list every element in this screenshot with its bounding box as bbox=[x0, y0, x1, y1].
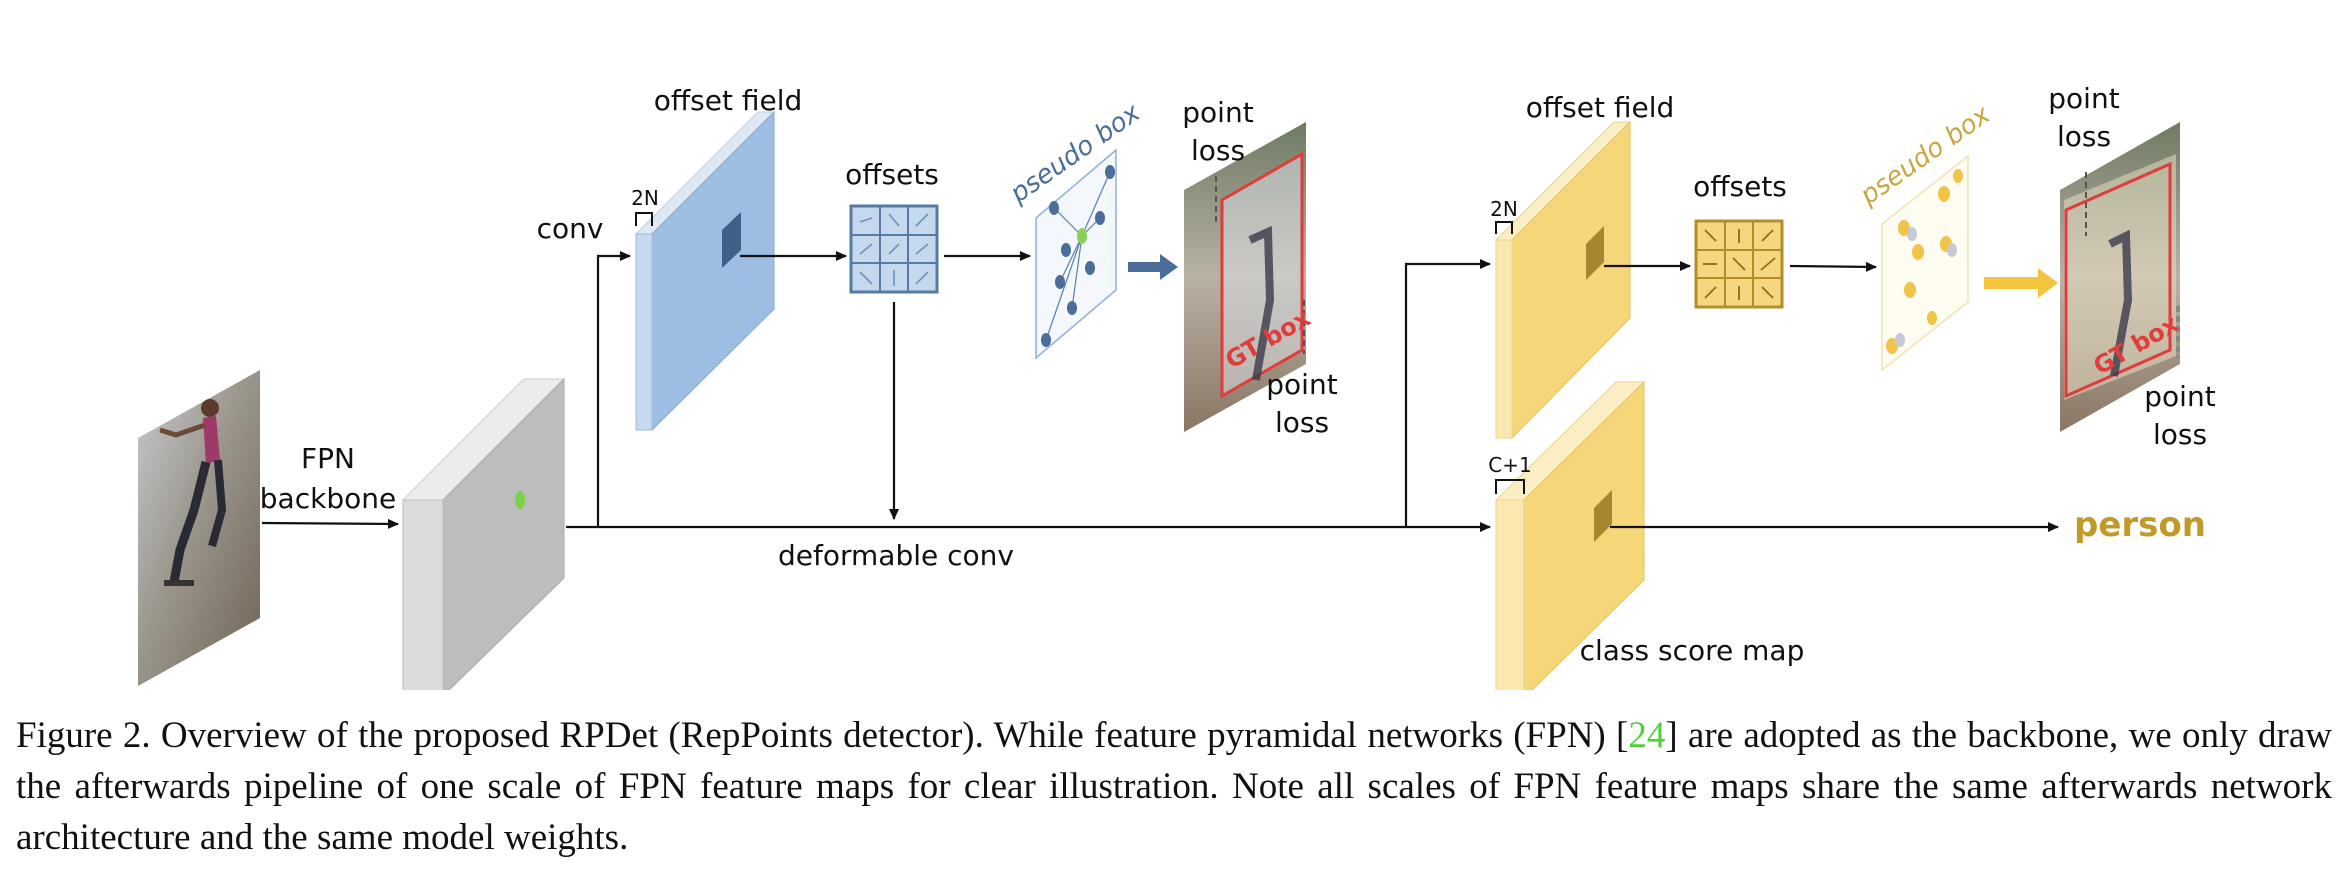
point-loss-top-2-b: loss bbox=[2057, 120, 2111, 153]
point-loss-bot-2-b: loss bbox=[2153, 418, 2207, 451]
pseudo-box-1 bbox=[1035, 148, 1117, 360]
backbone-label: backbone bbox=[260, 482, 396, 515]
dim-2n-label-1: 2N bbox=[631, 186, 659, 210]
point-loss-bot-1-a: point bbox=[1266, 368, 1337, 401]
dim-c1-label: C+1 bbox=[1488, 453, 1531, 477]
gt-box-2-rect bbox=[2064, 161, 2172, 399]
pseudo-box-2 bbox=[1881, 154, 1969, 372]
gt-box-1-rect bbox=[1220, 151, 1304, 399]
output-class-label: person bbox=[2074, 505, 2206, 545]
reppoints-pipeline-diagram: FPN backbone conv deformable conv offset… bbox=[138, 82, 2216, 690]
offsets-2-label: offsets bbox=[1693, 170, 1787, 203]
deformable-conv-label: deformable conv bbox=[778, 539, 1014, 572]
class-score-map bbox=[1494, 380, 1646, 690]
offsets-grid-1 bbox=[849, 204, 939, 294]
offsets-grid-2 bbox=[1694, 219, 1784, 309]
conv-branch-arrow-1 bbox=[596, 251, 631, 527]
pseudo-box-1-center bbox=[1077, 228, 1087, 244]
offset-field-2-label: offset field bbox=[1526, 91, 1675, 124]
offset-field-1 bbox=[634, 110, 776, 432]
feature-location-dot bbox=[515, 491, 525, 509]
citation-link[interactable]: 24 bbox=[1628, 715, 1666, 756]
point-loss-top-1-a: point bbox=[1182, 96, 1253, 129]
offsets-1-label: offsets bbox=[845, 158, 939, 191]
figure-caption: Figure 2. Overview of the proposed RPDet… bbox=[16, 710, 2332, 863]
caption-suffix: ] are adopted as the backbone, we only d… bbox=[16, 715, 2332, 858]
gt-image-1 bbox=[1184, 122, 1306, 432]
dim-2n-bracket-2 bbox=[1495, 221, 1513, 234]
offset-field-1-cell bbox=[722, 212, 741, 268]
dim-2n-bracket-1 bbox=[635, 212, 653, 226]
class-score-cell bbox=[1594, 490, 1612, 542]
offset-field-2 bbox=[1494, 120, 1632, 440]
fpn-backbone-arrow bbox=[261, 518, 399, 529]
fpn-feature-map bbox=[401, 377, 566, 690]
point-loss-bot-1-b: loss bbox=[1275, 406, 1329, 439]
offsets-2-arrow bbox=[1789, 261, 1877, 272]
fpn-label: FPN bbox=[301, 442, 355, 475]
input-image bbox=[138, 370, 260, 686]
skater-figure bbox=[159, 399, 227, 586]
dim-c1-bracket bbox=[1495, 479, 1525, 494]
pseudo-box-1-arrow bbox=[1128, 254, 1178, 280]
point-loss-top-1-b: loss bbox=[1191, 134, 1245, 167]
conv-branch-arrow-2 bbox=[1404, 259, 1491, 527]
pseudo-box-2-arrow bbox=[1984, 268, 2058, 298]
caption-prefix: Figure 2. Overview of the proposed RPDet… bbox=[16, 715, 1629, 756]
point-loss-bot-2-a: point bbox=[2144, 380, 2215, 413]
class-score-map-label: class score map bbox=[1580, 634, 1805, 667]
point-loss-top-2-a: point bbox=[2048, 82, 2119, 115]
offset-field-2-cell bbox=[1586, 226, 1604, 280]
dim-2n-label-2: 2N bbox=[1490, 197, 1518, 221]
gt-image-2 bbox=[2060, 122, 2180, 432]
conv-label: conv bbox=[537, 212, 604, 245]
offset-field-1-label: offset field bbox=[654, 84, 803, 117]
